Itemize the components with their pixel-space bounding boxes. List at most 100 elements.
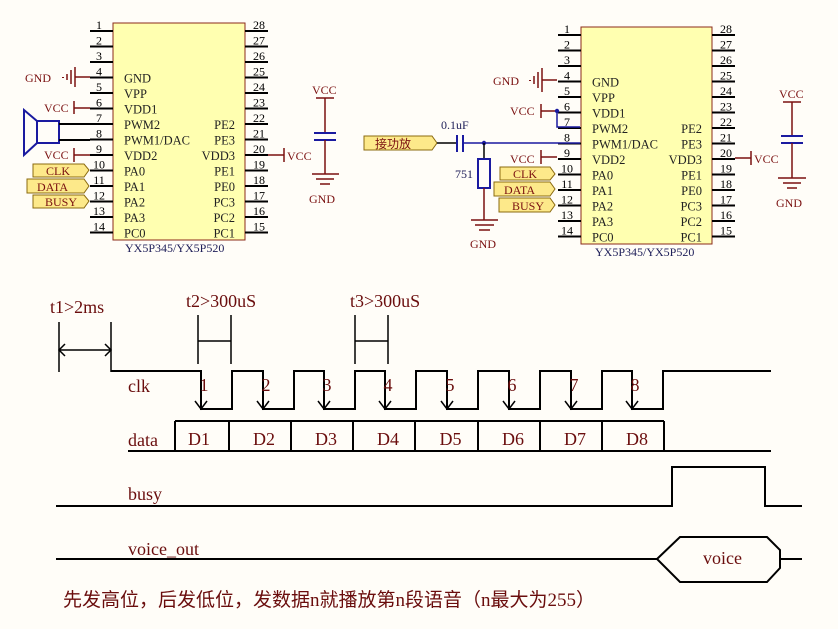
clk-waveform	[111, 370, 771, 410]
data-bit: D7	[564, 429, 586, 449]
clk-falling-edge: 4	[378, 375, 393, 411]
clk-edge-number: 5	[446, 375, 455, 395]
chip-2-part-label: YX5P345/YX5P520	[595, 245, 694, 259]
pin-name: PA3	[592, 215, 613, 229]
svg-text:t3>300uS: t3>300uS	[350, 291, 420, 311]
pin-number: 27	[720, 38, 732, 52]
pin-name: PA3	[124, 211, 145, 225]
pin-number: 11	[561, 177, 573, 191]
pin-number: 16	[253, 204, 265, 218]
data-bit: D6	[502, 429, 524, 449]
port-clk: CLK	[499, 166, 556, 181]
pin-name: VPP	[124, 87, 147, 101]
pin-name: PC2	[680, 215, 702, 229]
pin-number: 14	[561, 224, 573, 238]
pin-number: 13	[93, 204, 105, 218]
pin-number: 20	[720, 146, 732, 160]
pin-number: 6	[96, 96, 102, 110]
port-clk: CLK	[32, 163, 90, 178]
data-label: data	[128, 430, 158, 450]
pin-number: 4	[96, 65, 102, 79]
voice-label: voice	[703, 548, 742, 568]
pin-name: PE0	[214, 180, 235, 194]
pin-name: PA2	[592, 200, 613, 214]
pin-name: PE2	[214, 118, 235, 132]
pin-number: 23	[253, 96, 265, 110]
pin-number: 3	[564, 53, 570, 67]
pin-name: GND	[592, 76, 619, 90]
decoupling-capacitor: VCC GND	[776, 87, 806, 210]
pin-number: 2	[564, 38, 570, 52]
speaker-icon	[23, 107, 90, 158]
svg-text:GND: GND	[470, 237, 496, 251]
protocol-note: 先发高位，后发低位，发数据n就播放第n段语音（n最大为255）	[63, 589, 595, 611]
data-bit: D3	[315, 429, 337, 449]
clk-falling-edge: 3	[317, 375, 332, 411]
pin-number: 5	[564, 84, 570, 98]
gnd-net-label: GND	[25, 71, 51, 85]
pin-number: 8	[564, 131, 570, 145]
pin-name: GND	[124, 72, 151, 86]
pin-number: 15	[253, 220, 265, 234]
clk-edge-number: 3	[323, 375, 332, 395]
pin-number: 3	[96, 49, 102, 63]
pin-name: PC0	[124, 227, 146, 241]
pin-name: VDD2	[124, 149, 157, 163]
svg-text:VCC: VCC	[287, 149, 312, 163]
pin-number: 21	[720, 131, 732, 145]
timing-diagram: t1>2ms t2>300uS t3>300uS clk data busy v…	[50, 291, 802, 611]
clk-falling-edge: 6	[502, 375, 517, 411]
pin-name: PE1	[681, 169, 702, 183]
data-bit: D1	[188, 429, 210, 449]
clk-edge-number: 4	[384, 375, 393, 395]
clk-edge-number: 6	[508, 375, 517, 395]
vcc-net-label: VCC	[44, 101, 69, 115]
pin-name: VPP	[592, 91, 615, 105]
t1-annotation: t1>2ms	[50, 297, 113, 372]
pin-number: 26	[253, 49, 265, 63]
svg-text:GND: GND	[309, 192, 335, 206]
vcc-symbol: VCC	[268, 148, 312, 163]
pin-number: 11	[93, 173, 105, 187]
vcc-net-label: VCC	[44, 148, 69, 162]
pin-number: 28	[253, 18, 265, 32]
clk-edge-number: 1	[200, 375, 209, 395]
pin-number: 27	[253, 34, 265, 48]
vcc-symbol: VCC	[44, 101, 90, 115]
pin-name: PA1	[124, 180, 145, 194]
svg-text:BUSY: BUSY	[45, 195, 77, 209]
pin-number: 28	[720, 22, 732, 36]
pin-name: VDD3	[202, 149, 235, 163]
data-bit: D2	[253, 429, 275, 449]
decoupling-capacitor: VCC GND	[309, 83, 339, 206]
pin-name: VDD1	[592, 107, 625, 121]
svg-text:VCC: VCC	[510, 104, 535, 118]
pin-number: 10	[561, 162, 573, 176]
clk-edge-number: 8	[631, 375, 640, 395]
pin-name: PC1	[213, 227, 235, 241]
svg-text:t2>300uS: t2>300uS	[186, 291, 256, 311]
pin-name: PC3	[213, 196, 235, 210]
data-bit: D8	[626, 429, 648, 449]
pin-number: 7	[96, 111, 102, 125]
pin-number: 12	[93, 189, 105, 203]
clk-label: clk	[128, 376, 150, 396]
pin-number: 18	[253, 173, 265, 187]
voice-out-waveform: voice	[56, 536, 802, 583]
pin-name: VDD3	[669, 153, 702, 167]
chip-1-body	[112, 22, 246, 241]
pin-name: PWM1/DAC	[124, 134, 190, 148]
pin-number: 6	[564, 100, 570, 114]
pin-name: PC0	[592, 231, 614, 245]
pin-name: PA1	[592, 184, 613, 198]
pin-name: PWM1/DAC	[592, 138, 658, 152]
pin-number: 8	[96, 127, 102, 141]
port-busy: BUSY	[32, 194, 90, 209]
pin-number: 22	[720, 115, 732, 129]
pin-number: 10	[93, 158, 105, 172]
svg-text:VCC: VCC	[779, 87, 804, 101]
clk-edge-number: 2	[262, 375, 271, 395]
